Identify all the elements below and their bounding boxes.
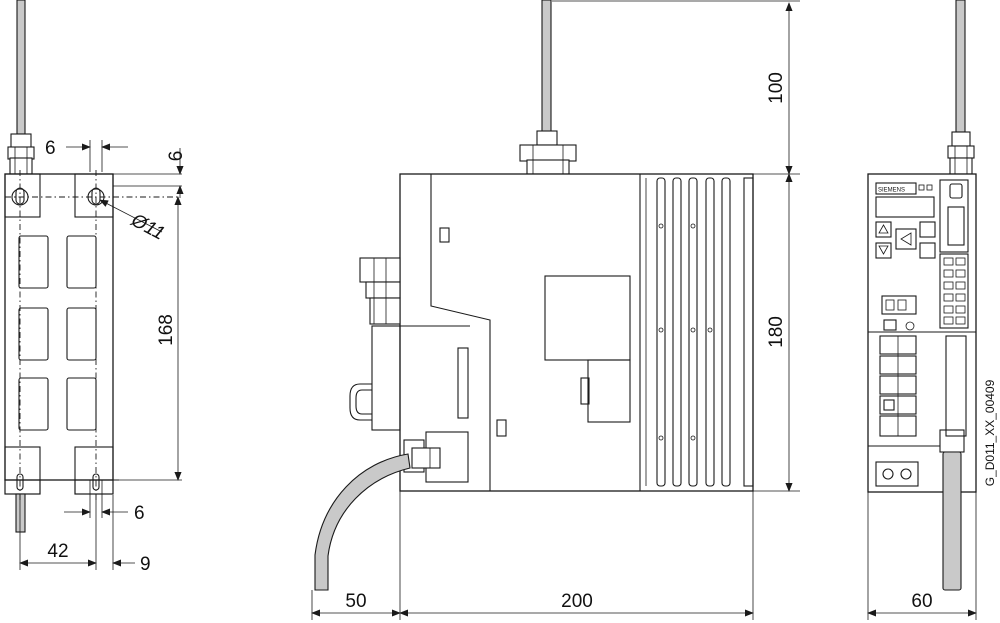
status-led-1 [918,184,925,191]
mount-lug-top-left [4,173,41,218]
key-left [895,228,917,250]
top-cable-side [541,0,552,133]
dim-plate-height: 168 [156,314,177,346]
small-clip [580,377,590,405]
io-terminal [939,253,969,329]
dim-plate-width: 42 [47,541,68,562]
sd-slot [947,206,965,246]
display [875,196,935,218]
encoder-socket [945,335,967,437]
brake-handle [349,383,372,421]
brand-label: SIEMENS [878,188,905,194]
key-m [919,221,936,238]
usb-port-area [939,179,969,253]
dim-front-width: 60 [911,591,932,612]
front-body [867,173,977,493]
housing-step [430,174,491,491]
ground-screw-1 [882,468,894,480]
key-down [875,242,892,259]
dim-top-right: 6 [166,151,187,162]
sub-plate [587,359,631,423]
side-view: 100 180 50 200 [311,0,800,620]
power-terminal [879,295,917,437]
brand-plate [875,182,917,195]
ground-screw-2 [900,468,912,480]
drawing-code: G_D011_XX_00409 [983,379,997,486]
vertical-slot [457,347,469,419]
mounting-plate [4,173,114,481]
key-ok [919,242,936,259]
dim-cable-top: 100 [766,72,787,104]
top-cable-rear [16,0,26,135]
usb-port [949,183,963,199]
side-terminal-block [359,257,401,325]
left-arrow-icon [900,232,912,246]
dim-body-height: 180 [766,316,787,348]
clip-lower [496,419,507,437]
ground-plate [875,461,919,487]
up-arrow-icon [878,224,889,234]
dim-cable-front: 50 [345,591,366,612]
drive-body [399,173,754,492]
front-top-connector [947,131,975,175]
side-connector-block [371,325,401,431]
motor-cable [314,453,411,591]
mount-lug-top-right [74,173,114,218]
heatsink [639,174,754,491]
clip-upper [439,227,450,243]
encoder-cable [942,451,962,591]
dim-hole-diameter: Ø11 [127,209,168,244]
dim-top-gap: 6 [45,138,56,159]
plate-cutouts [18,235,97,431]
down-arrow-icon [878,245,889,255]
dim-bottom-gap: 6 [134,503,145,524]
bottom-lug-right-ext [74,479,114,495]
dim-bottom-right: 9 [140,554,151,575]
dim-depth: 200 [561,591,593,612]
status-led-2 [926,184,933,191]
top-cable-front [955,0,966,133]
front-view: SIEMENS [867,0,997,620]
side-connector [519,130,577,175]
rear-view: 6 6 Ø11 168 6 42 9 [4,0,187,575]
key-up [875,221,892,238]
rear-connector [7,133,35,175]
bottom-cable-stub [15,493,26,533]
